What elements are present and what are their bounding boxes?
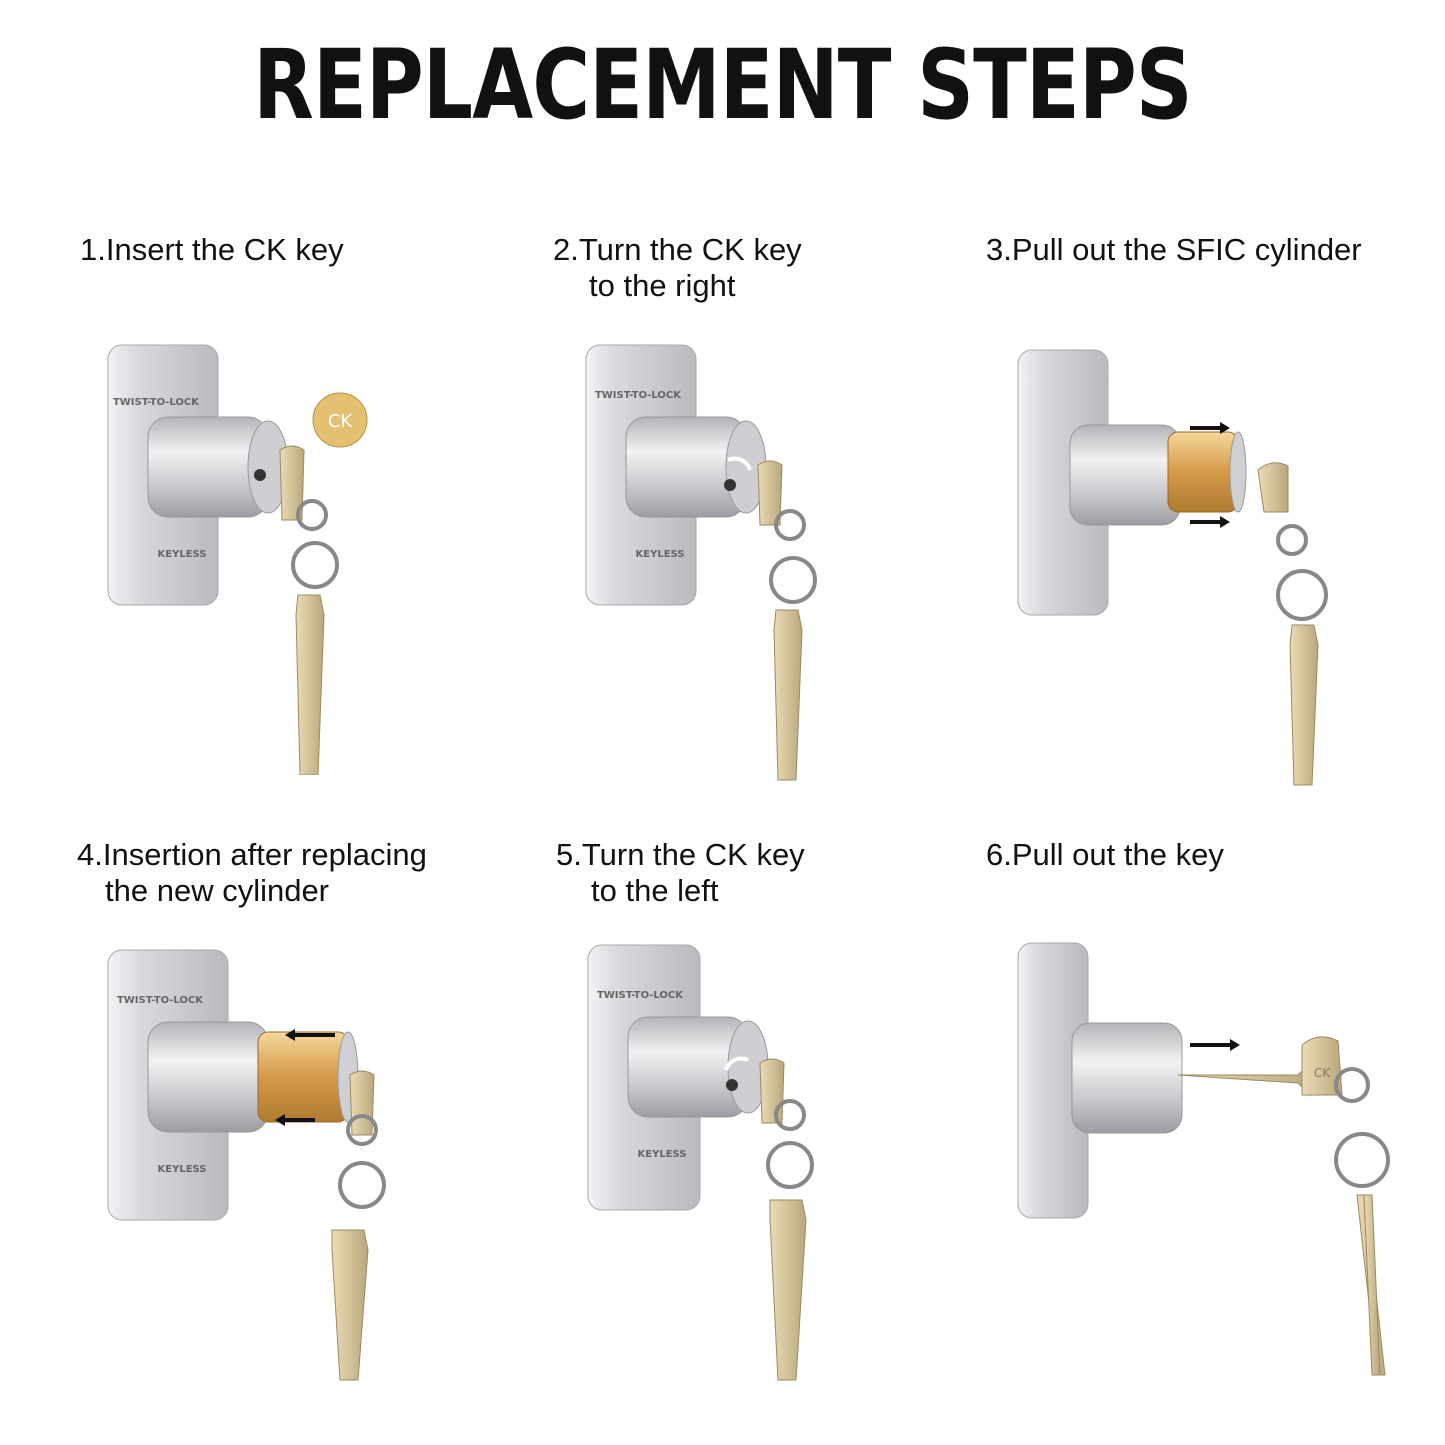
step-5-line2: to the left — [591, 873, 719, 908]
twist-to-lock-label: TWIST-TO-LOCK — [113, 397, 200, 408]
step-4-lock-illustration: TWIST-TO-LOCK KEYLESS — [107, 949, 386, 1381]
step-2-line1: 2.Turn the CK key — [553, 232, 802, 267]
twist-to-lock-label: TWIST-TO-LOCK — [595, 390, 682, 401]
step-3-line1: 3.Pull out the SFIC cylinder — [986, 232, 1362, 267]
step-6-line1: 6.Pull out the key — [986, 837, 1224, 872]
twist-to-lock-label: TWIST-TO-LOCK — [117, 995, 204, 1006]
keyless-label: KEYLESS — [638, 1149, 687, 1160]
step-5-line1: 5.Turn the CK key — [556, 837, 805, 872]
page-title: REPLACEMENT STEPS — [253, 29, 1192, 141]
ck-key-mark: CK — [1314, 1066, 1331, 1080]
step-2-line2: to the right — [589, 268, 736, 303]
step-5-caption: 5.Turn the CK key to the left — [556, 837, 805, 909]
step-3-lock-illustration — [1017, 349, 1328, 786]
step-1-lock-illustration: TWIST-TO-LOCK KEYLESS CK — [107, 344, 368, 775]
step-2-caption: 2.Turn the CK key to the right — [553, 232, 802, 304]
step-6-caption: 6.Pull out the key — [986, 837, 1224, 873]
step-4-line2: the new cylinder — [105, 873, 330, 908]
step-4-caption: 4.Insertion after replacing the new cyli… — [77, 837, 427, 909]
ck-coin-label: CK — [328, 411, 354, 432]
step-1-line1: 1.Insert the CK key — [80, 232, 344, 267]
keyless-label: KEYLESS — [158, 1164, 207, 1175]
step-1-caption: 1.Insert the CK key — [80, 232, 344, 268]
step-4-line1: 4.Insertion after replacing — [77, 837, 427, 872]
step-6-lock-illustration: CK — [1017, 942, 1390, 1376]
step-2-lock-illustration: TWIST-TO-LOCK KEYLESS — [585, 344, 817, 781]
twist-to-lock-label: TWIST-TO-LOCK — [597, 990, 684, 1001]
keyless-label: KEYLESS — [158, 549, 207, 560]
step-3-caption: 3.Pull out the SFIC cylinder — [986, 232, 1362, 268]
step-5-lock-illustration: TWIST-TO-LOCK KEYLESS — [587, 944, 814, 1381]
keyless-label: KEYLESS — [636, 549, 685, 560]
